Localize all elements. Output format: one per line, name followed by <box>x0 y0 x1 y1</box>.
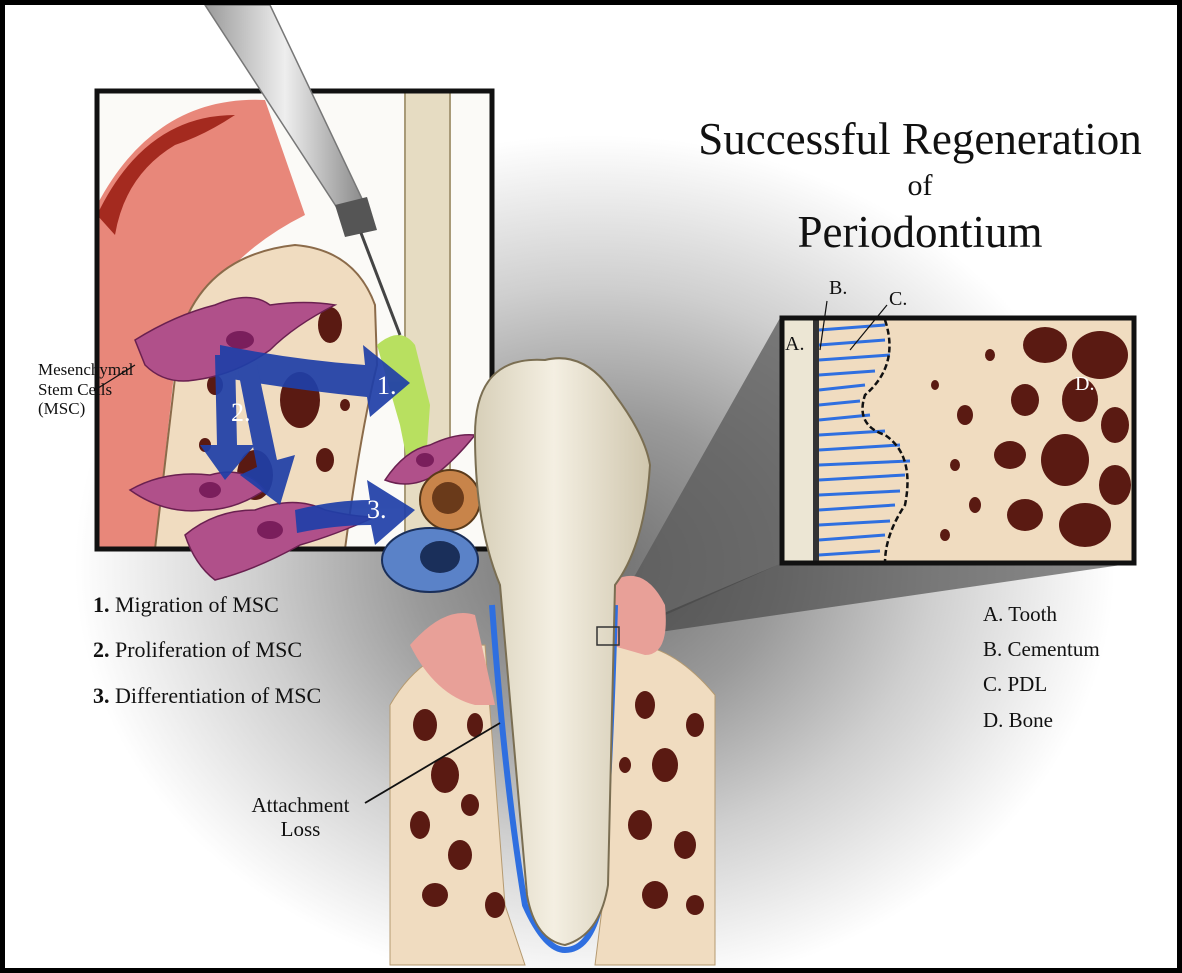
step-1-num: 1. <box>93 592 110 617</box>
inset-label-b: B. <box>829 277 847 300</box>
inset-label-d: D. <box>1075 373 1094 396</box>
step-2-text: Proliferation of MSC <box>115 637 302 662</box>
legend-bone: D. Bone <box>983 708 1053 733</box>
inset-box <box>782 318 1134 563</box>
step-3-num: 3. <box>93 683 110 708</box>
legend-pdl: C. PDL <box>983 672 1047 697</box>
step-2: 2. Proliferation of MSC <box>93 637 302 663</box>
msc-label: Mesenchymal Stem Cells (MSC) <box>38 360 133 419</box>
legend-cementum: B. Cementum <box>983 637 1100 662</box>
inset-label-a: A. <box>785 333 804 356</box>
title-line-2: of <box>675 171 1165 201</box>
attachment-loss-line-2: Loss <box>233 817 368 841</box>
attachment-loss-line-1: Attachment <box>233 793 368 817</box>
step-2-num: 2. <box>93 637 110 662</box>
step-1: 1. Migration of MSC <box>93 592 279 618</box>
attachment-loss-label: Attachment Loss <box>233 793 368 841</box>
step-3: 3. Differentiation of MSC <box>93 683 321 709</box>
step-1-text: Migration of MSC <box>115 592 279 617</box>
msc-label-line-3: (MSC) <box>38 399 133 419</box>
arrow-label-3: 3. <box>367 495 387 525</box>
title-line-3: Periodontium <box>675 210 1165 255</box>
inset-label-c: C. <box>889 288 907 311</box>
arrow-label-1: 1. <box>377 371 397 401</box>
msc-label-line-1: Mesenchymal <box>38 360 133 380</box>
title-line-1: Successful Regeneration <box>675 117 1165 162</box>
msc-label-line-2: Stem Cells <box>38 380 133 400</box>
arrow-label-2: 2. <box>231 398 251 428</box>
step-3-text: Differentiation of MSC <box>115 683 321 708</box>
legend-tooth: A. Tooth <box>983 602 1057 627</box>
